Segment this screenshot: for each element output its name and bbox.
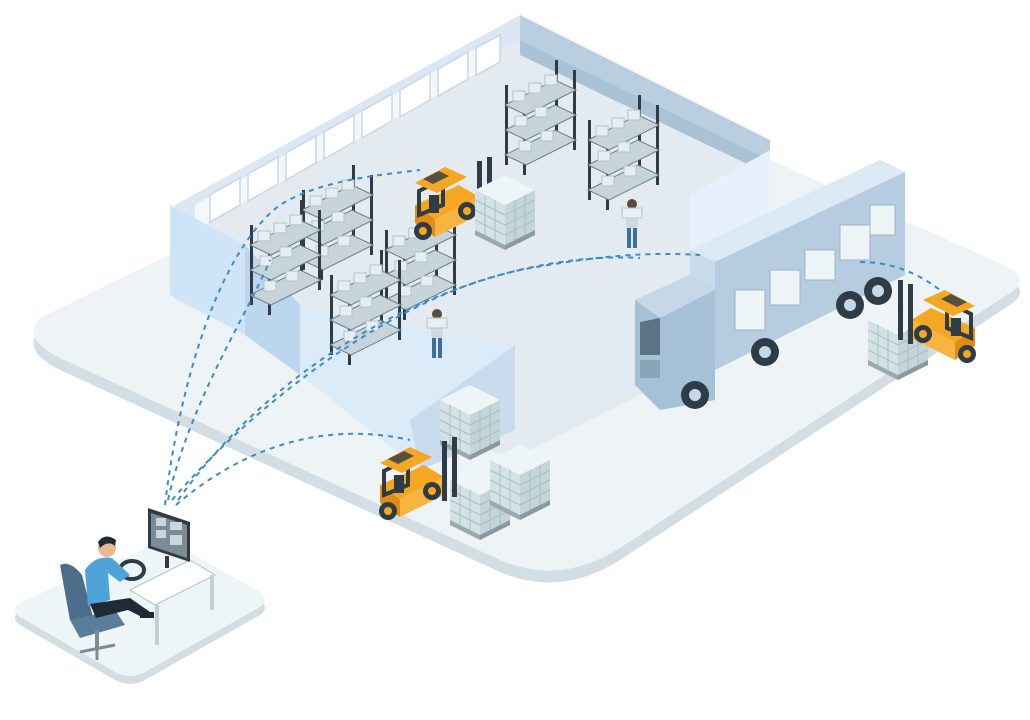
truck <box>635 160 905 410</box>
pallet-icon <box>474 174 536 251</box>
operator-station <box>15 508 265 684</box>
pallet-icon <box>439 384 501 461</box>
warehouse-building <box>170 15 770 470</box>
office-chair-icon <box>60 563 125 660</box>
window-strip <box>209 33 501 224</box>
truck-icon <box>635 160 905 410</box>
signal-lines <box>164 169 941 506</box>
pallet-icon <box>489 444 551 521</box>
operator-icon <box>85 536 154 618</box>
monitor-icon <box>148 508 190 568</box>
